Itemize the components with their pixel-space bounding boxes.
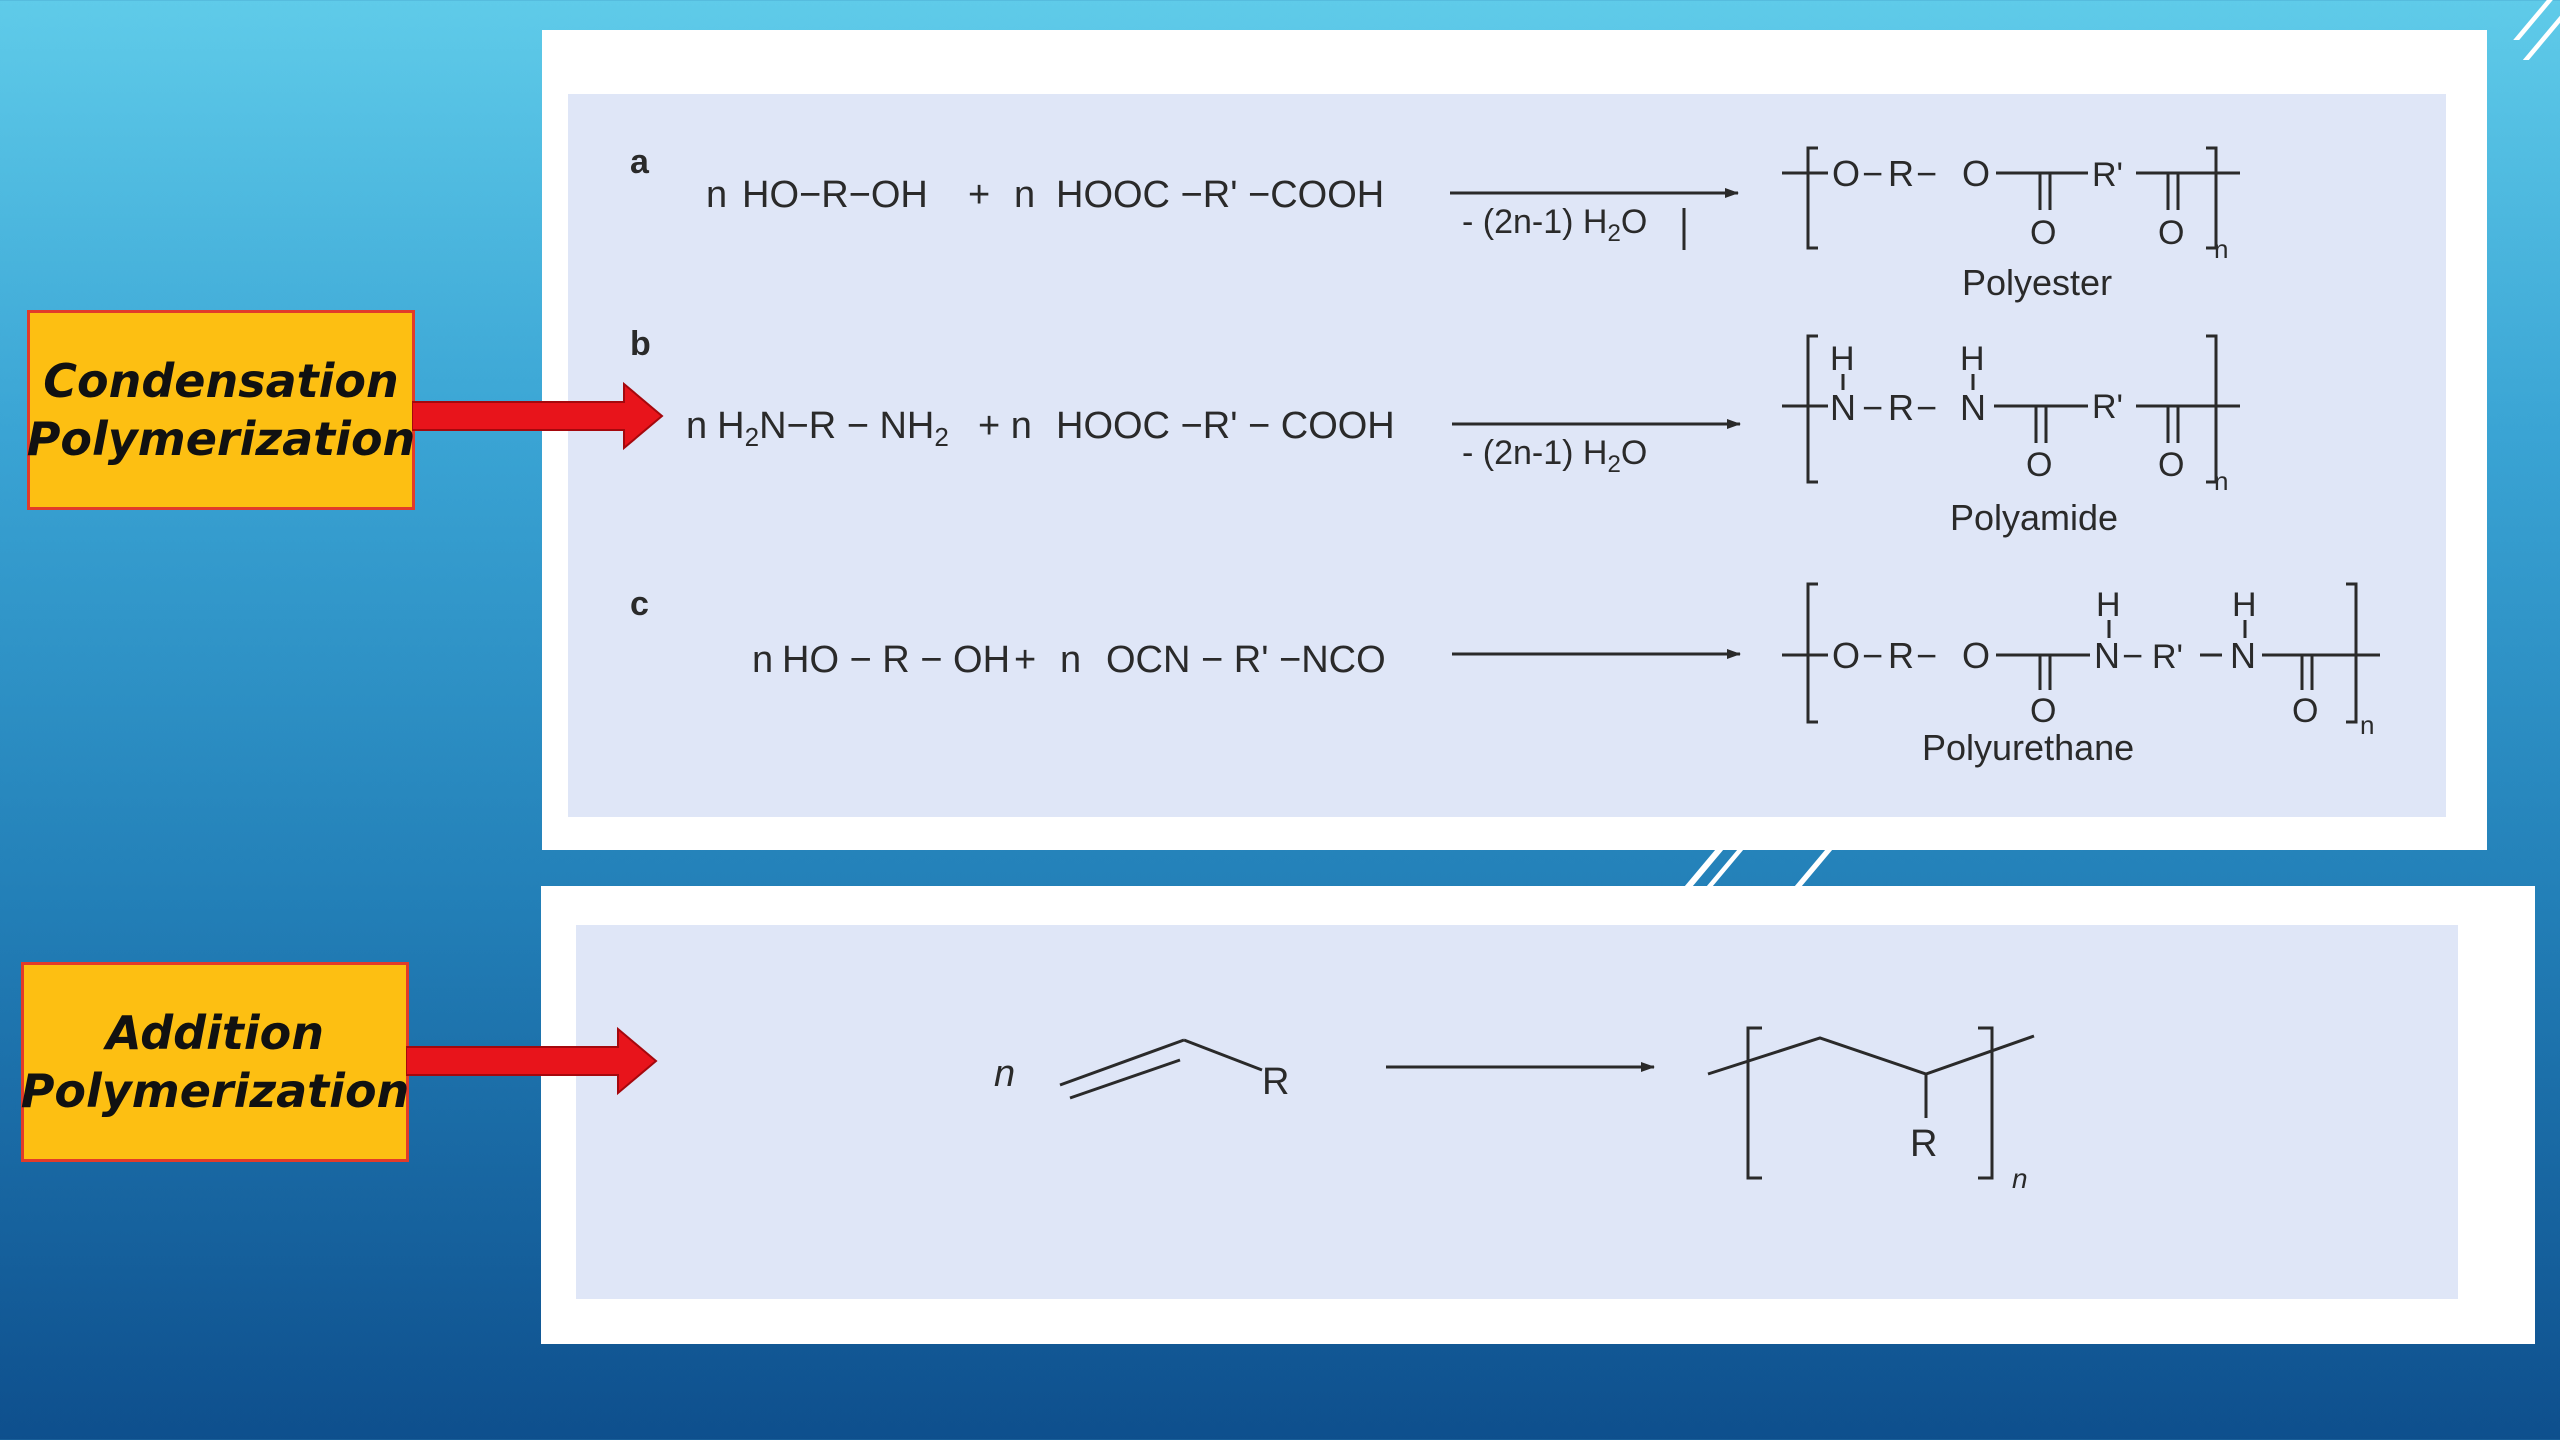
polyester-r: R bbox=[1888, 153, 1914, 194]
polyurethane-n2: N bbox=[2230, 635, 2256, 676]
condensation-arrow bbox=[412, 381, 664, 451]
polyester-carbonyl-o2: O bbox=[2158, 214, 2184, 252]
polyamide-n1: N bbox=[1830, 387, 1856, 428]
addition-polymer-r: R bbox=[1910, 1123, 1937, 1165]
reaction-c-letter: c bbox=[630, 585, 649, 623]
reaction-b-letter: b bbox=[630, 325, 651, 363]
condensation-label: Condensation Polymerization bbox=[27, 310, 415, 510]
addition-arrow bbox=[406, 1026, 658, 1096]
reaction-a-n2: n bbox=[1014, 174, 1035, 216]
polyurethane-carbonyl-o2: O bbox=[2292, 692, 2318, 730]
polyamide-rprime: R' bbox=[2092, 388, 2123, 426]
reaction-c-n1: n bbox=[752, 639, 773, 681]
addition-monomer-n: n bbox=[994, 1053, 1015, 1095]
reaction-a: a n HO−R−OH + n HOOC −R' −COOH - (2n-1) … bbox=[630, 143, 2240, 303]
addition-reaction: n R R n bbox=[994, 1026, 2035, 1194]
polyurethane-name: Polyurethane bbox=[1922, 727, 2134, 768]
addition-monomer-r: R bbox=[1262, 1061, 1289, 1103]
polyester-rprime: R' bbox=[2092, 156, 2123, 194]
reaction-a-plus: + bbox=[968, 174, 990, 216]
reaction-c-reactant2: OCN − R' −NCO bbox=[1106, 639, 1386, 681]
polyamide-name: Polyamide bbox=[1950, 497, 2118, 538]
reaction-a-n1: n bbox=[706, 174, 727, 216]
polyurethane-n1: N bbox=[2094, 635, 2120, 676]
svg-text:−: − bbox=[2122, 635, 2143, 676]
reaction-a-reactant2: HOOC −R' −COOH bbox=[1056, 174, 1384, 216]
polyester-o1: O bbox=[1832, 153, 1860, 194]
svg-text:−: − bbox=[1862, 387, 1883, 428]
reaction-a-letter: a bbox=[630, 143, 650, 181]
polyamide-n2: N bbox=[1960, 387, 1986, 428]
polyester-carbonyl-o1: O bbox=[2030, 214, 2056, 252]
polyamide-n: n bbox=[2214, 466, 2228, 496]
addition-inner-panel bbox=[576, 925, 2458, 1299]
polyurethane-h2: H bbox=[2232, 586, 2257, 624]
polyurethane-o1: O bbox=[1832, 635, 1860, 676]
reaction-b-plus: + n bbox=[978, 405, 1032, 447]
svg-text:−: − bbox=[1862, 635, 1883, 676]
polyurethane-carbonyl-o1: O bbox=[2030, 692, 2056, 730]
svg-text:−: − bbox=[1862, 153, 1883, 194]
polyester-name: Polyester bbox=[1962, 262, 2112, 303]
svg-text:−: − bbox=[1916, 387, 1937, 428]
polyamide-h2: H bbox=[1960, 340, 1985, 378]
polyamide-carbonyl-o1: O bbox=[2026, 446, 2052, 484]
reaction-c-reactant1: HO − R − OH bbox=[782, 639, 1010, 681]
polyester-n: n bbox=[2214, 234, 2228, 264]
polyurethane-n: n bbox=[2360, 710, 2374, 740]
polyamide-r: R bbox=[1888, 387, 1914, 428]
polyamide-h1: H bbox=[1830, 340, 1855, 378]
polyurethane-r: R bbox=[1888, 635, 1914, 676]
reaction-b-condition: - (2n-1) H2O bbox=[1462, 434, 1647, 478]
reaction-c-n2: n bbox=[1060, 639, 1081, 681]
addition-label: Addition Polymerization bbox=[21, 962, 409, 1162]
addition-polymer-n: n bbox=[2012, 1163, 2028, 1194]
svg-text:−: − bbox=[1916, 153, 1937, 194]
reaction-c: c n HO − R − OH + n OCN − R' −NCO O − R … bbox=[630, 582, 2380, 768]
polyurethane-h1: H bbox=[2096, 586, 2121, 624]
polyamide-carbonyl-o2: O bbox=[2158, 446, 2184, 484]
condensation-inner-panel bbox=[568, 94, 2446, 817]
polyurethane-o2: O bbox=[1962, 635, 1990, 676]
reaction-a-reactant1: HO−R−OH bbox=[742, 174, 928, 216]
svg-text:−: − bbox=[1916, 635, 1937, 676]
polyester-o2: O bbox=[1962, 153, 1990, 194]
reaction-b-reactant2: HOOC −R' − COOH bbox=[1056, 405, 1395, 447]
reaction-c-plus: + bbox=[1014, 639, 1036, 681]
reaction-a-condition: - (2n-1) H2O bbox=[1462, 203, 1647, 247]
polyurethane-rprime: R' bbox=[2152, 638, 2183, 676]
